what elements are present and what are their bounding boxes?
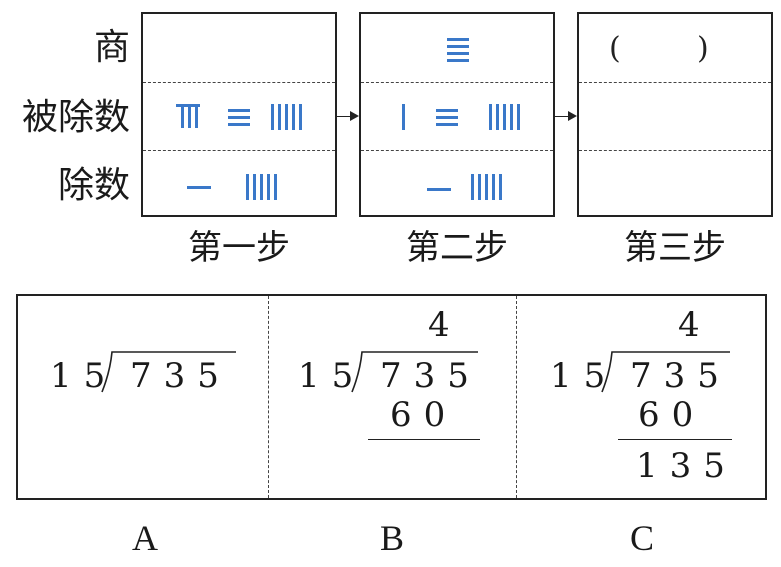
option-divider xyxy=(268,296,269,498)
quotient: 4 xyxy=(428,305,462,345)
product: 60 xyxy=(638,395,706,435)
division-bracket-icon xyxy=(601,351,730,393)
rod-7-stroke xyxy=(181,106,184,128)
divisor: 15 xyxy=(298,356,366,396)
rod-5-stroke xyxy=(246,174,249,200)
rod-5-stroke xyxy=(274,174,277,200)
rod-5-stroke xyxy=(267,174,270,200)
rod-4-bar xyxy=(447,38,469,41)
option-c-label[interactable]: C xyxy=(629,518,654,558)
rod-5-stroke xyxy=(478,174,481,200)
answer-blank[interactable]: ( ) xyxy=(609,31,709,66)
rod-5-stroke xyxy=(285,104,288,130)
rod-5-stroke xyxy=(271,104,274,130)
step-1-panel xyxy=(141,12,337,217)
rod-5-stroke xyxy=(517,104,520,130)
rod-5-stroke xyxy=(253,174,256,200)
rod-5-stroke xyxy=(492,174,495,200)
divisor: 15 xyxy=(50,356,118,396)
rod-3-bar xyxy=(228,123,250,126)
row-divider xyxy=(579,82,771,83)
rod-3-bar xyxy=(228,109,250,112)
rod-5-stroke xyxy=(299,104,302,130)
rod-3-bar xyxy=(228,116,250,119)
step-arrow xyxy=(555,116,569,117)
row-divider xyxy=(361,82,553,83)
option-a-label[interactable]: A xyxy=(132,518,158,558)
row-label-quotient: 商 xyxy=(93,27,130,68)
dividend: 735 xyxy=(630,356,731,396)
row-label-divisor: 除数 xyxy=(57,165,130,206)
dividend: 735 xyxy=(130,356,231,396)
rod-5-stroke xyxy=(278,104,281,130)
rod-7-stroke xyxy=(188,106,191,128)
rod-3-bar xyxy=(436,116,458,119)
rod-1-bar xyxy=(187,186,211,189)
rod-4-bar xyxy=(447,52,469,55)
step-2-panel xyxy=(359,12,555,217)
rod-5-stroke xyxy=(471,174,474,200)
rod-7-stroke xyxy=(195,106,198,128)
rod-5-stroke xyxy=(496,104,499,130)
rod-5-stroke xyxy=(510,104,513,130)
subtraction-line xyxy=(618,439,732,440)
step-3-label: 第三步 xyxy=(624,228,726,268)
rod-5-stroke xyxy=(489,104,492,130)
rod-5-stroke xyxy=(260,174,263,200)
rod-5-stroke xyxy=(503,104,506,130)
rod-4-bar xyxy=(447,59,469,62)
rod-5-stroke xyxy=(499,174,502,200)
row-label-dividend: 被除数 xyxy=(21,97,130,138)
rod-4-bar xyxy=(447,45,469,48)
row-divider xyxy=(143,82,335,83)
rod-5-stroke xyxy=(292,104,295,130)
remainder: 135 xyxy=(636,446,737,486)
quotient: 4 xyxy=(678,305,712,345)
row-divider xyxy=(361,150,553,151)
rod-5-stroke xyxy=(485,174,488,200)
long-division-options: 15 735 4 15 735 60 4 15 735 60 135 xyxy=(16,294,767,500)
rod-3-bar xyxy=(436,109,458,112)
step-2-label: 第二步 xyxy=(406,228,508,268)
step-3-panel: ( ) xyxy=(577,12,773,217)
rod-1-bar xyxy=(427,188,451,191)
step-1-label: 第一步 xyxy=(188,228,290,268)
row-divider xyxy=(143,150,335,151)
divisor: 15 xyxy=(550,356,618,396)
option-b-label[interactable]: B xyxy=(379,518,404,558)
subtraction-line xyxy=(368,439,480,440)
arrow-head-icon xyxy=(568,111,577,121)
step-arrow xyxy=(337,116,351,117)
rod-3-bar xyxy=(436,123,458,126)
division-bracket-icon xyxy=(351,351,478,393)
rod-1-stroke xyxy=(402,104,405,130)
division-bracket-icon xyxy=(101,351,236,393)
arrow-head-icon xyxy=(350,111,359,121)
option-divider xyxy=(516,296,517,498)
rod-7-top-bar xyxy=(176,104,200,107)
dividend: 735 xyxy=(380,356,481,396)
row-divider xyxy=(579,150,771,151)
product: 60 xyxy=(390,395,458,435)
